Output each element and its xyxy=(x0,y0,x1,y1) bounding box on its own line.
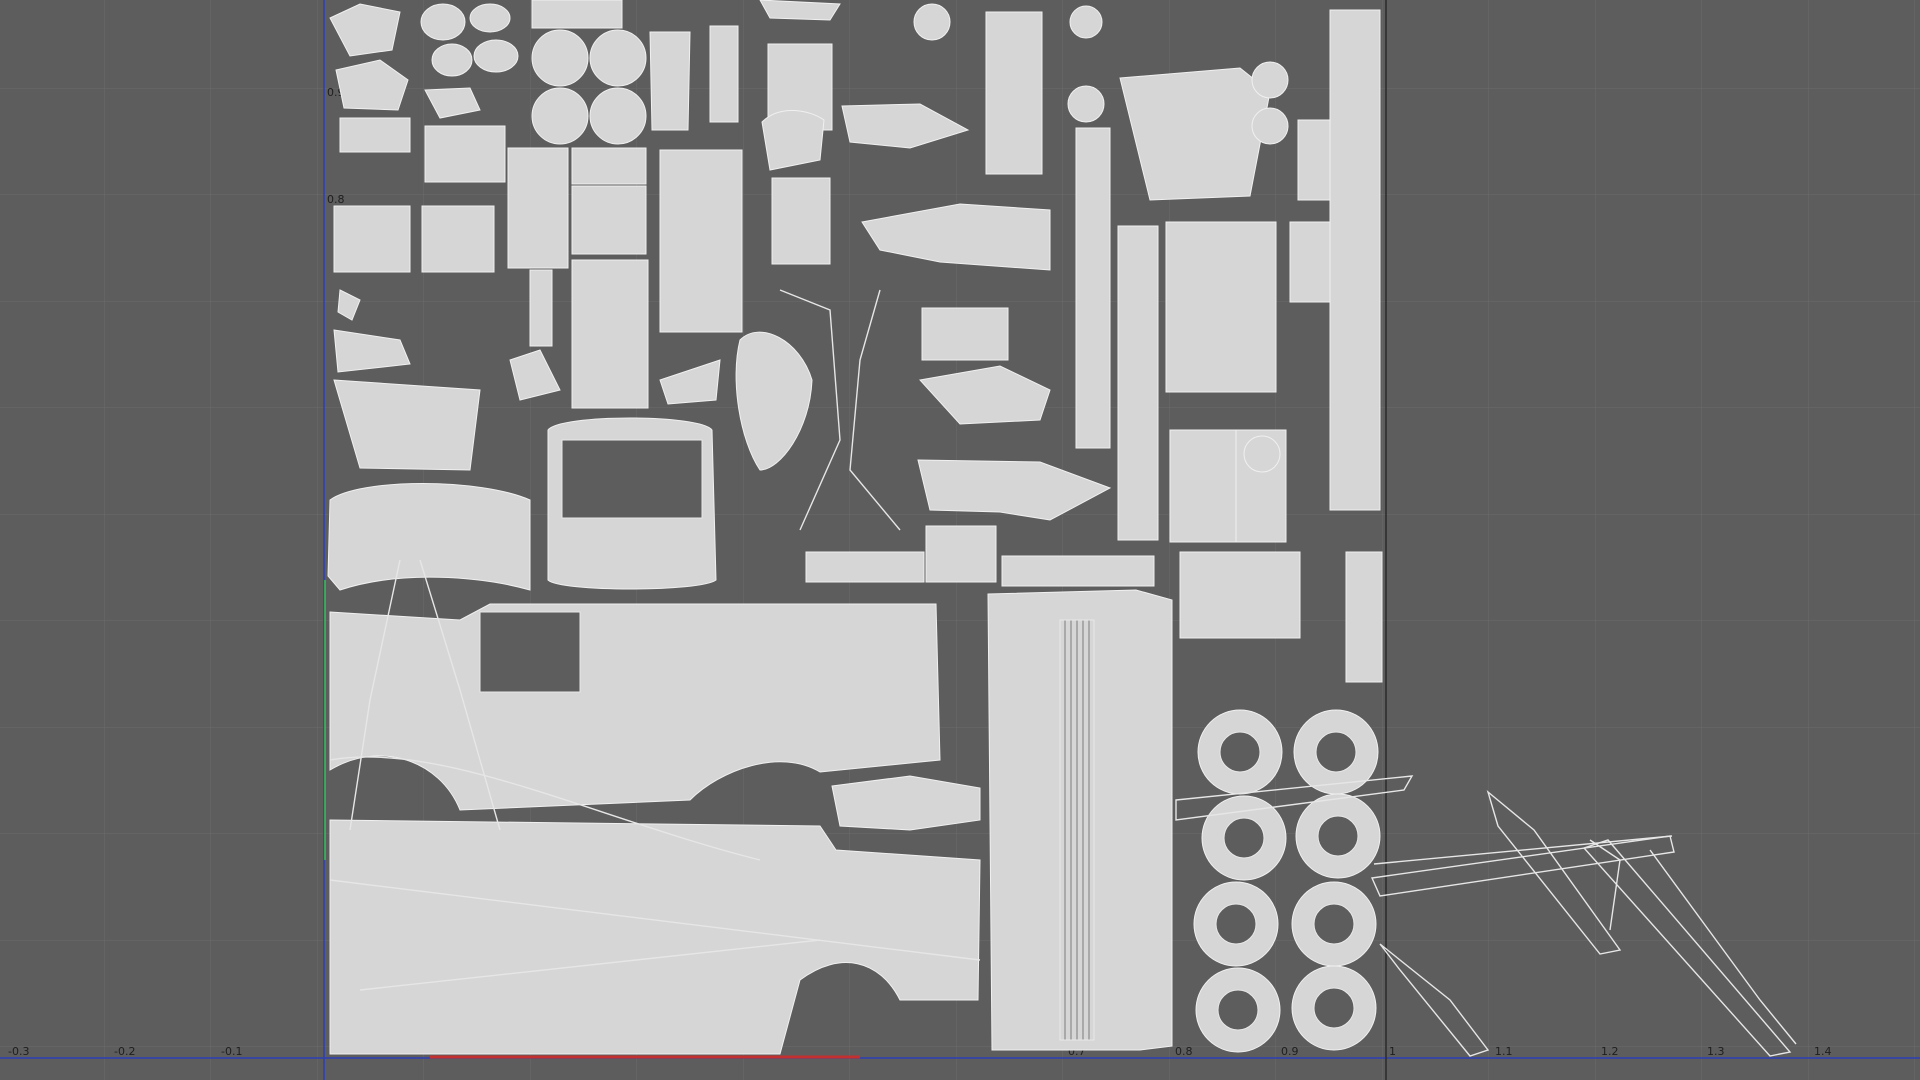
u-tick-label: 1.3 xyxy=(1707,1045,1725,1058)
u-tick-label: 1.4 xyxy=(1814,1045,1832,1058)
uv-shell-cluster-right[interactable] xyxy=(1067,5,1383,683)
uv-shell-van-side-lower[interactable] xyxy=(329,819,981,1055)
u-tick-label: 1.1 xyxy=(1495,1045,1513,1058)
uv-shell-stray-wires[interactable] xyxy=(329,559,1797,1057)
uv-shell-cluster-middle[interactable] xyxy=(735,3,1155,587)
u-tick-label: -0.2 xyxy=(114,1045,135,1058)
u-tick-label: -0.3 xyxy=(8,1045,29,1058)
u-tick-label: 0.9 xyxy=(1281,1045,1299,1058)
u-tick-label: 1 xyxy=(1389,1045,1396,1058)
u-tick-label: 1.2 xyxy=(1601,1045,1619,1058)
uv-shell-hood[interactable] xyxy=(327,483,531,591)
u-tick-label: 0.8 xyxy=(1175,1045,1193,1058)
u-tick-label: -0.1 xyxy=(221,1045,242,1058)
v-tick-label: 0.8 xyxy=(327,193,345,206)
uv-shell-tires[interactable] xyxy=(1193,709,1381,1053)
uv-shell-bumper[interactable] xyxy=(831,775,981,831)
uv-shells[interactable] xyxy=(327,0,1797,1057)
uv-shell-cluster-mid-left[interactable] xyxy=(333,147,743,471)
